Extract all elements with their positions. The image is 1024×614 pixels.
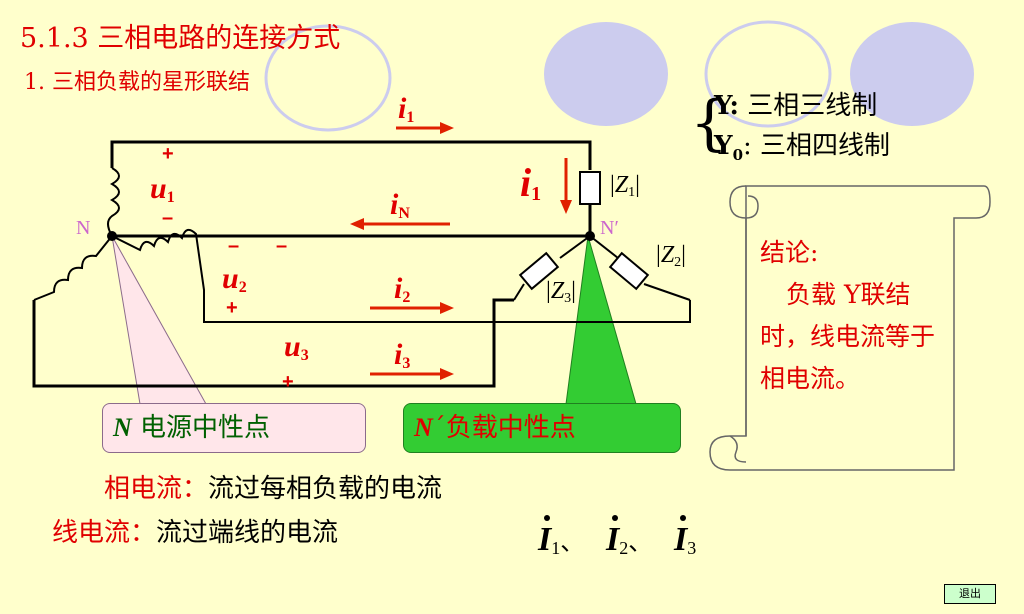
phasor-dot-3 <box>680 515 686 521</box>
y0-sub: 0 <box>732 146 743 165</box>
phasor-dot-2 <box>612 515 618 521</box>
y0-label: Y <box>714 131 733 161</box>
wiring-legend: { Y: 三相三线制 Y0: 三相四线制 <box>690 86 890 166</box>
z2-lead <box>589 235 619 259</box>
load-neutral-text: 负载中性点 <box>445 413 576 443</box>
u2-label: u2 <box>222 262 247 296</box>
i3-label: i3 <box>394 338 410 372</box>
z3-lead <box>559 235 591 259</box>
z2-lead-out <box>643 283 691 301</box>
u3-minus: – <box>276 235 287 257</box>
line-current-definition: 线电流：流过端线的电流 <box>52 512 338 549</box>
z1-resistor <box>579 171 601 205</box>
decor-circle-outline <box>704 20 832 128</box>
source-coil-2 <box>111 228 691 323</box>
decor-circle-filled <box>544 22 668 126</box>
u1-label: u1 <box>150 172 175 206</box>
conclusion-body: 负载 Y联结时，线电流等于相电流。 <box>760 280 936 393</box>
z2-resistor <box>608 251 650 291</box>
slide-subtitle: 1. 三相负载的星形联结 <box>24 70 250 95</box>
load-neutral-label: N´负载中性点 <box>403 403 681 453</box>
u2-plus: + <box>226 297 238 319</box>
i1-arrowhead <box>440 122 454 134</box>
decor-circle-filled <box>850 22 974 126</box>
u2-minus: – <box>228 235 239 257</box>
phase-current-term: 相电流： <box>104 474 209 504</box>
y0-sep: : <box>743 131 752 161</box>
source-neutral-label: N 电源中性点 <box>102 403 366 453</box>
source-neutral-symbol: N <box>113 413 132 442</box>
decor-circle-outline <box>264 24 392 132</box>
i3-arrowhead <box>440 368 454 380</box>
i2-arrowhead <box>440 302 454 314</box>
i1-branch-label: i1 <box>520 160 541 205</box>
iN-label: iN <box>390 188 410 222</box>
line-current-term: 线电流： <box>52 518 157 548</box>
node-N-prime-label: N′ <box>600 217 619 239</box>
y0-text: 三相四线制 <box>760 131 891 161</box>
line-3-wire <box>32 298 514 388</box>
line-1-wire <box>110 140 592 170</box>
conclusion-box: 结论: 负载 Y联结时，线电流等于相电流。 <box>760 232 950 400</box>
phasor-text: I1、 I2、 I3 <box>537 521 696 558</box>
load-neutral-prime: ´ <box>432 413 446 443</box>
conclusion-heading: 结论: <box>760 238 819 267</box>
i1-label: i1 <box>398 92 414 126</box>
scroll-bottom-curl <box>729 435 747 463</box>
phasor-currents: I1、 I2、 I3 <box>537 515 696 558</box>
scroll-shape <box>709 185 991 471</box>
z3-label: |Z3| <box>546 278 576 306</box>
i2-label: i2 <box>394 272 410 306</box>
source-neutral-text: 电源中性点 <box>140 413 271 443</box>
phase-current-definition: 相电流：流过每相负载的电流 <box>104 468 442 505</box>
y-row: Y: 三相三线制 <box>690 86 890 126</box>
u1-plus: + <box>162 143 174 165</box>
y-label: Y: <box>714 91 739 121</box>
z2-label: |Z2| <box>656 242 686 270</box>
i1-branch-arrowhead <box>560 200 572 214</box>
z1-label: |Z1| <box>610 172 640 200</box>
z3-resistor <box>518 251 560 291</box>
source-coil-1 <box>107 167 120 237</box>
z3-lead-out <box>513 283 525 301</box>
exit-button[interactable]: 退出 <box>944 584 996 604</box>
u3-plus: + <box>282 371 294 393</box>
y-text: 三相三线制 <box>747 91 878 121</box>
phasor-dot-1 <box>544 515 550 521</box>
u1-minus: – <box>162 207 173 229</box>
line-current-text: 流过端线的电流 <box>156 518 339 548</box>
phase-current-text: 流过每相负载的电流 <box>208 474 443 504</box>
slide-title: 5.1.3 三相电路的连接方式 <box>20 23 341 54</box>
brace-icon: { <box>690 88 729 158</box>
iN-arrowhead <box>350 218 364 230</box>
node-N-label: N <box>76 217 90 239</box>
u3-label: u3 <box>284 330 309 364</box>
load-neutral-symbol: N <box>414 413 433 442</box>
scroll-body <box>709 185 991 471</box>
y0-row: Y0: 三相四线制 <box>690 126 890 166</box>
source-coil-3 <box>33 235 113 301</box>
